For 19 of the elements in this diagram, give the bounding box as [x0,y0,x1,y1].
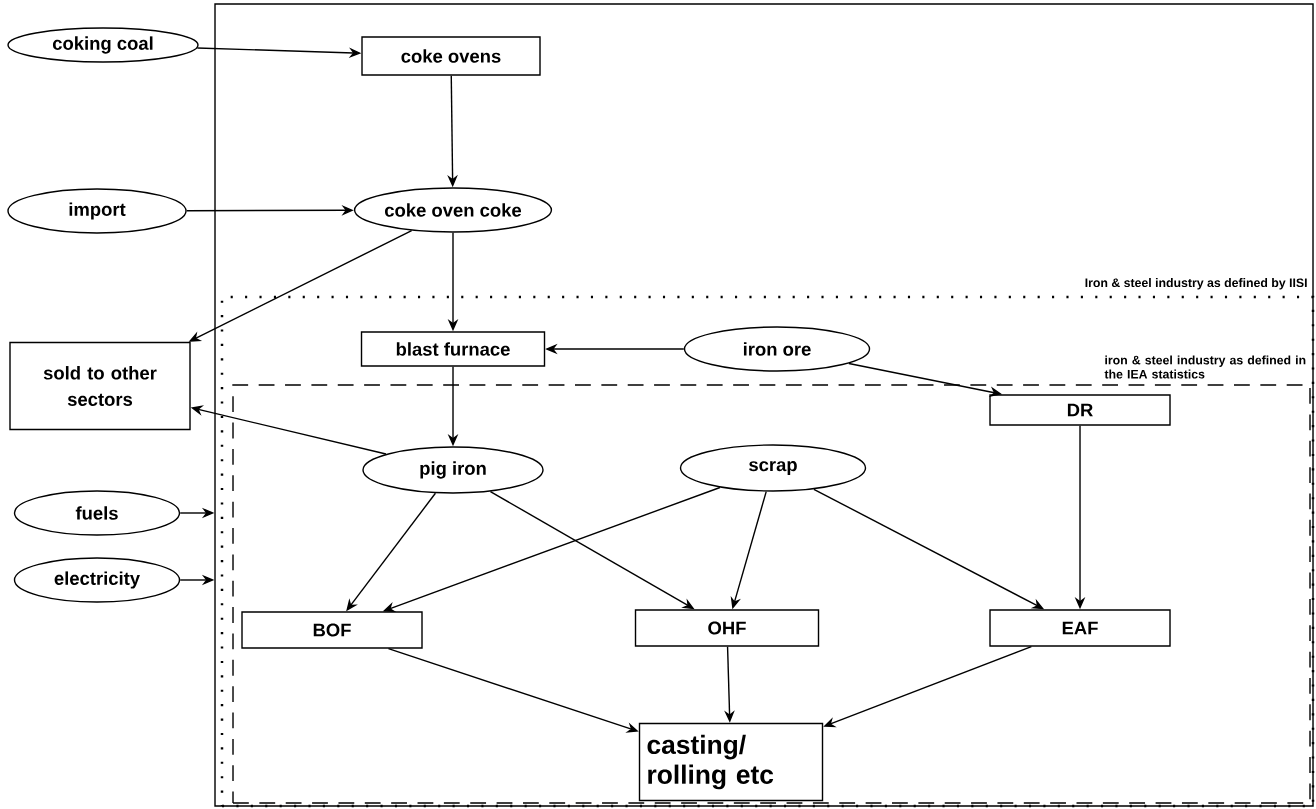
process-box: EAF [989,609,1171,647]
process-box: BOF [241,611,423,649]
ellipse-node: fuels [13,490,181,536]
process-box: casting/ rolling etc [638,722,824,802]
process-box: OHF [634,609,820,647]
ellipse-node: coke oven coke [353,187,553,233]
boundary-box [214,3,1314,807]
ellipse-node: electricity [13,557,181,603]
ellipse-node: iron ore [683,326,871,372]
ellipse-node: pig iron [362,446,544,494]
process-box: sold to other sectors [9,341,191,431]
process-box: DR [989,394,1171,426]
ellipse-node: coking coal [7,27,199,63]
ellipse-node: import [7,188,187,234]
process-box: blast furnace [360,331,546,367]
ellipse-node: scrap [679,444,867,492]
process-box: coke ovens [361,36,541,76]
node-label: iron & steel industry as defined in the IEA statistics [1104,355,1306,379]
node-label: Iron & steel industry as defined by IISI [1085,278,1307,290]
